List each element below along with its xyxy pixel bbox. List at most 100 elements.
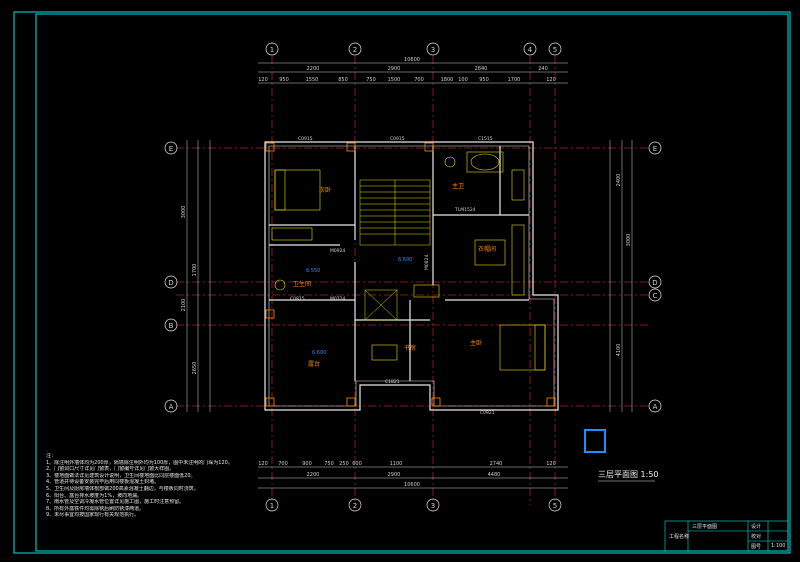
axis-bubble: [648, 141, 662, 155]
dim-left: 3000: [181, 206, 187, 219]
door-tag: C0921: [480, 410, 495, 416]
door-tag: TLM1524: [454, 207, 476, 213]
tb-checker-label: 校对: [751, 534, 762, 540]
axis-bubble: [164, 275, 178, 289]
dim-top-detail: 950: [479, 77, 489, 83]
dim-bottom-detail: 250: [339, 461, 349, 467]
door-tag: C0915: [298, 136, 313, 142]
dim-top-detail: 1550: [306, 77, 319, 83]
general-notes: 注： 1、除注明外墙体均为200厚，隔墙除注明外均为100厚，图中未注明的门垛为…: [46, 453, 346, 519]
tb-scale-value: 1:100: [771, 543, 786, 549]
axis-label-top: 5: [553, 46, 557, 54]
axis-bubble: [648, 399, 662, 413]
tb-sheet-label: 图号: [751, 544, 762, 550]
dim-bottom-seg: 4480: [488, 472, 501, 478]
axis-label-top: 1: [270, 46, 274, 54]
axis-bubble: [426, 498, 440, 512]
axis-bubble: [648, 275, 662, 289]
dimension-texts: 10600 2200 2900 2840 240 120 950 1550 85…: [258, 57, 556, 488]
room-label: 主卧: [470, 339, 482, 347]
axis-labels: 1 2 3 4 5 1 2 3 5 E D B A E D C A: [168, 46, 657, 510]
vanity: [511, 169, 525, 201]
elevation: 6.600: [312, 350, 326, 356]
axis-label-bottom: 5: [553, 502, 557, 510]
note-line: 9、未尽事宜均按国家现行有关规范执行。: [46, 512, 140, 519]
dim-top-seg: 2200: [307, 66, 320, 72]
dim-bottom-detail: 2740: [490, 461, 503, 467]
axis-bubble: [426, 42, 440, 56]
dim-top-detail: 120: [546, 77, 556, 83]
axis-bubble: [265, 42, 279, 56]
closet: [511, 224, 525, 296]
note-line: 3、楼地面做法详见建筑设计说明，卫生间楼地面比同层楼面低20。: [46, 472, 196, 479]
room-label: 衣帽间: [478, 245, 496, 253]
elevation: 6.600: [398, 257, 412, 263]
tb-designer-label: 设计: [751, 524, 762, 530]
dim-right: 4100: [616, 344, 622, 357]
dim-bottom-seg: 2200: [307, 472, 320, 478]
inner-frame: [35, 13, 789, 552]
door-tag: M0924: [330, 248, 345, 254]
axis-bubble: [348, 498, 362, 512]
dim-left: 2650: [192, 362, 198, 375]
door-tag: C0915: [390, 136, 405, 142]
outer-wall: [264, 141, 559, 411]
axis-label-right: D: [652, 279, 657, 287]
axis-lines: [176, 56, 650, 505]
bed-master: [499, 324, 546, 371]
title-block: [664, 520, 789, 552]
dim-bottom-seg: 2900: [388, 472, 401, 478]
axis-bubble: [548, 42, 562, 56]
dim-bottom-detail: 600: [352, 461, 362, 467]
dim-top-seg: 2900: [388, 66, 401, 72]
dim-top-detail: 120: [258, 77, 268, 83]
dim-bottom-detail: 700: [278, 461, 288, 467]
door-tag: C1821: [385, 379, 400, 385]
dim-bottom-total: 10600: [404, 482, 420, 488]
dim-top-seg: 2840: [475, 66, 488, 72]
stair: [359, 179, 431, 321]
bed-head: [274, 169, 286, 211]
room-label: 主卫: [452, 182, 464, 190]
note-line: 注：: [46, 453, 57, 459]
dim-right: 3000: [626, 234, 632, 247]
dim-bottom-detail: 750: [324, 461, 334, 467]
dim-top-detail: 1700: [508, 77, 521, 83]
dim-top-seg: 240: [538, 66, 548, 72]
elevation-marks: 6.550 6.600 6.600: [306, 257, 412, 356]
note-line: 7、雨水管及空调冷凝水管位置详见施工图，施工时注意预留。: [46, 499, 185, 506]
axis-label-left: B: [169, 322, 174, 330]
elevation: 6.550: [306, 268, 320, 274]
door-tag: M0824: [424, 255, 430, 270]
door-tags: C0915 C0915 C1515 M0924 M0824 TLM1524 C1…: [290, 136, 495, 416]
axis-bubbles: [164, 42, 662, 512]
room-label: 露台: [308, 360, 320, 368]
room-labels: 次卧 主卫 衣帽间 卫生间 主卧 书房 露台: [293, 182, 496, 368]
selection-marker[interactable]: [584, 429, 606, 453]
axis-bubble: [523, 42, 537, 56]
note-line: 1、除注明外墙体均为200厚，隔墙除注明外均为100厚，图中未注明的门垛为120…: [46, 459, 233, 466]
shaft: [364, 289, 398, 321]
columns: [265, 142, 556, 407]
dim-right: 2400: [616, 174, 622, 187]
axis-label-top: 3: [431, 46, 435, 54]
door-tag: C1515: [478, 136, 493, 142]
toilet-2: [274, 279, 286, 291]
dim-left: 2100: [181, 299, 187, 312]
bed-master-head: [534, 324, 546, 371]
dim-top-detail: 1500: [388, 77, 401, 83]
tb-project-label: 工程名称: [669, 534, 690, 540]
dim-top-detail: 850: [338, 77, 348, 83]
dim-top-detail: 100: [458, 77, 468, 83]
axis-label-bottom: 3: [431, 502, 435, 510]
axis-bubble: [265, 498, 279, 512]
drawing-title-text: 三层平面图: [598, 470, 638, 479]
desk: [371, 344, 398, 361]
axis-label-top: 2: [353, 46, 357, 54]
axis-bubble: [648, 288, 662, 302]
cabinet: [413, 284, 440, 298]
note-line: 5、卫生间及厨房墙体根部做200高素混凝土翻边，与楼板同时浇筑。: [46, 485, 199, 492]
room-label: 书房: [404, 344, 416, 352]
dim-bottom-detail: 900: [302, 461, 312, 467]
